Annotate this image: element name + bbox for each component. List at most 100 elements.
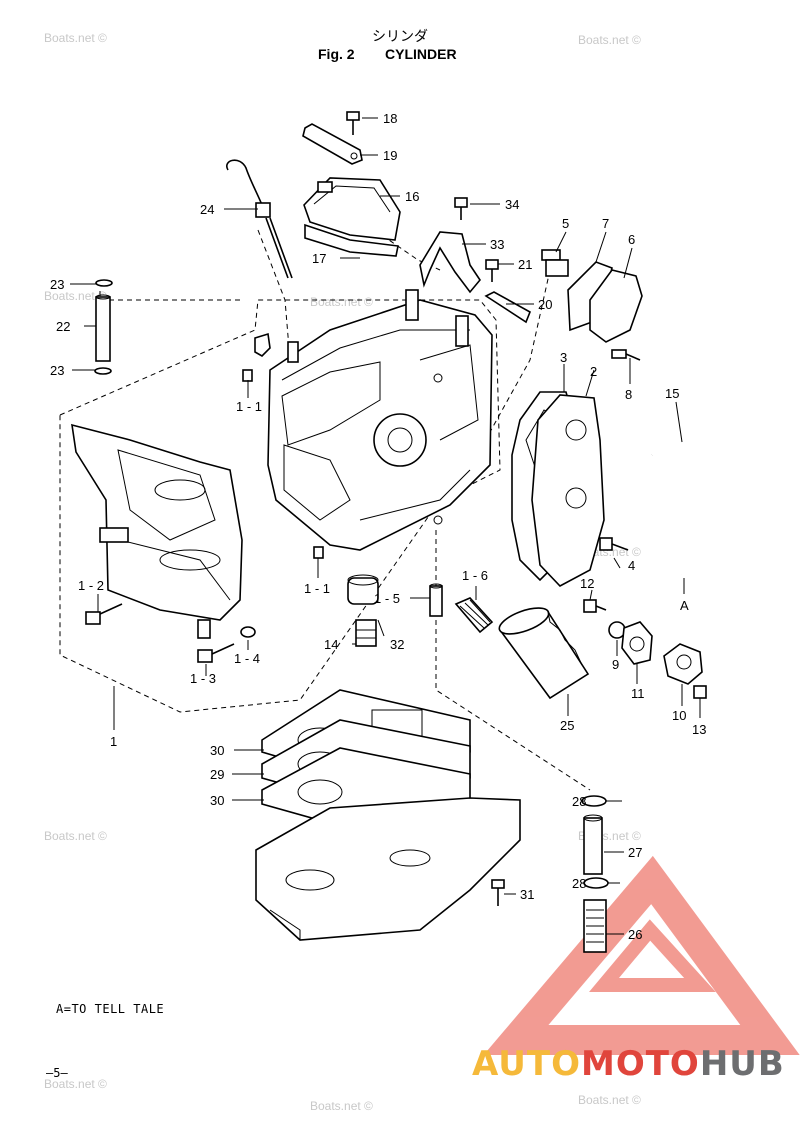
figure-title: CYLINDER (385, 46, 457, 62)
callout-11: 11 (631, 686, 645, 701)
part-21-bolt (485, 259, 499, 282)
callout-21: 21 (518, 257, 532, 272)
watermark: Boats.net © (310, 295, 373, 309)
part-14-drain-plug (355, 619, 377, 647)
part-1-3-bolt (197, 643, 235, 663)
callout-6: 6 (628, 232, 635, 247)
watermark: Boats.net © (44, 289, 107, 303)
callout-18: 18 (383, 111, 397, 126)
callout-3: 3 (560, 350, 567, 365)
callout-1-2: 1 - 2 (78, 578, 104, 593)
callout-1-1: 1 - 1 (304, 581, 330, 596)
part-1-4-washer (240, 626, 256, 638)
callout-23: 23 (50, 277, 64, 292)
callout-25: 25 (560, 718, 574, 733)
callout-29: 29 (210, 767, 224, 782)
callout-28: 28 (572, 876, 586, 891)
elbow-fitting (254, 332, 271, 357)
callout-1: 1 (110, 734, 117, 749)
part-25-oil-filter (498, 607, 590, 700)
callout-19: 19 (383, 148, 397, 163)
callout-1-1: 1 - 1 (236, 399, 262, 414)
callout-28: 28 (572, 794, 586, 809)
axis-line-dashed (479, 269, 551, 451)
part-31-bolt (491, 879, 505, 906)
callout-34: 34 (505, 197, 519, 212)
logo-part-auto: AUTO (472, 1044, 581, 1084)
part-18-screw (346, 111, 360, 135)
part-15-hose (650, 445, 693, 576)
part-1-1-dowel-bottom (313, 546, 324, 559)
leader-lines (70, 117, 701, 935)
callout-1-6: 1 - 6 (462, 568, 488, 583)
part-26-strainer (583, 899, 607, 953)
part-34-bolt (454, 197, 468, 220)
callout-9: 9 (612, 657, 619, 672)
part-1-2-bolt (85, 603, 123, 625)
axis-line-dashed (99, 290, 240, 301)
title-japanese: シリンダ (372, 29, 428, 45)
lower-housing (255, 797, 521, 941)
callout-1-3: 1 - 3 (190, 671, 216, 686)
part-33-bracket (419, 231, 481, 294)
part-5-sensor (541, 249, 569, 277)
callout-a: A (680, 598, 689, 613)
callout-4: 4 (628, 558, 635, 573)
callout-15: 15 (665, 386, 679, 401)
cylinder-block (267, 289, 493, 551)
figure-number: Fig. 2 (318, 46, 355, 62)
callout-30: 30 (210, 793, 224, 808)
part-28-clamp-lower (583, 877, 609, 889)
callout-26: 26 (628, 927, 642, 942)
part-4-bolt (599, 537, 629, 551)
callout-24: 24 (200, 202, 214, 217)
callout-30: 30 (210, 743, 224, 758)
part-12-bolt (583, 599, 607, 613)
logo-part-hub: HUB (699, 1044, 785, 1084)
callout-33: 33 (490, 237, 504, 252)
callout-16: 16 (405, 189, 419, 204)
part-8-bolt (611, 349, 641, 361)
part-16-cover (303, 177, 401, 241)
callout-1-4: 1 - 4 (234, 651, 260, 666)
part-19-strap (302, 123, 363, 165)
axis-line-dashed (257, 229, 291, 361)
part-23-seal-top (95, 279, 113, 287)
part-24-dipstick (226, 159, 293, 279)
callout-32: 32 (390, 637, 404, 652)
callout-17: 17 (312, 251, 326, 266)
callout-31: 31 (520, 887, 534, 902)
automotohub-logo: AUTOMOTOHUB (472, 1044, 785, 1084)
part-20-strap (484, 291, 532, 324)
callout-labels: 18 19 16 17 24 34 33 21 20 5 7 6 23 22 2… (50, 111, 706, 942)
legend-note: A=TO TELL TALE (56, 1002, 165, 1016)
callout-10: 10 (672, 708, 686, 723)
callout-22: 22 (56, 319, 70, 334)
part-27-hose (583, 814, 603, 875)
part-1-6-spring (454, 597, 494, 634)
part-2-exhaust-cover (531, 394, 605, 587)
callout-2: 2 (590, 364, 597, 379)
watermark: Boats.net © (44, 31, 107, 45)
part-22-tube (95, 294, 111, 362)
part-1-5-pin (429, 583, 443, 617)
part-11-gasket (621, 621, 653, 665)
logo-part-moto: MOTO (580, 1044, 700, 1084)
axis-line-dashed (435, 530, 591, 791)
part-6-cover (589, 269, 643, 343)
group-boundary-dashed (59, 299, 501, 713)
callout-27: 27 (628, 845, 642, 860)
part-13-bolt (693, 685, 707, 699)
watermark: Boats.net © (44, 829, 107, 843)
callout-20: 20 (538, 297, 552, 312)
callout-1-5: 1 - 5 (374, 591, 400, 606)
page-number: —5— (46, 1066, 68, 1080)
callout-13: 13 (692, 722, 706, 737)
logo-triangle-mark (483, 855, 800, 1055)
watermark: Boats.net © (578, 1093, 641, 1107)
crankcase-half (71, 423, 243, 639)
part-10-anode-cover (663, 643, 703, 685)
callout-14: 14 (324, 637, 338, 652)
part-32-grommet (347, 574, 379, 605)
